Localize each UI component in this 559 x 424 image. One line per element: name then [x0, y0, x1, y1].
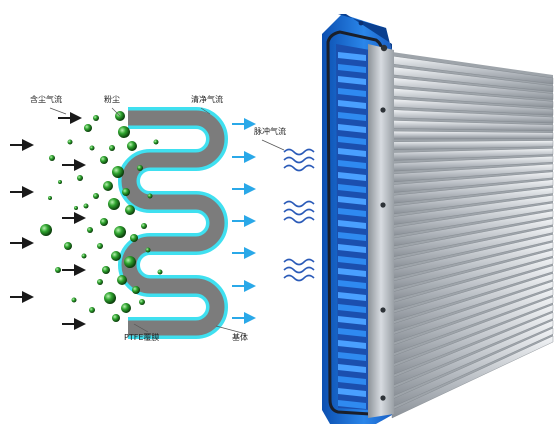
- dust-particle-icon: [81, 253, 87, 259]
- dust-particle-icon: [153, 139, 159, 145]
- clean-air-arrows: [232, 118, 256, 324]
- substrate: [121, 110, 225, 336]
- pleated-filter-product: [322, 14, 554, 424]
- dusty-air-arrows: [10, 112, 86, 330]
- wave-icon: [283, 258, 315, 282]
- label-leaders: [49, 107, 285, 335]
- dust-particle-icon: [100, 156, 108, 164]
- dust-particle-icon: [125, 205, 135, 215]
- dust-particle-icon: [109, 145, 115, 151]
- dust-particle-icon: [121, 303, 131, 313]
- dust-particle-icon: [141, 223, 147, 229]
- dust-particle-icon: [49, 155, 55, 161]
- dust-particle-icon: [145, 247, 151, 253]
- label-substrate: 基体: [232, 333, 248, 342]
- dust-particle-icon: [97, 243, 103, 249]
- dust-particle-icon: [112, 166, 124, 178]
- dust-particle-icon: [139, 299, 145, 305]
- dust-particle-icon: [102, 266, 110, 274]
- wave-icon: [283, 200, 315, 224]
- dust-particle-icon: [67, 139, 73, 145]
- dust-particle-icon: [74, 206, 78, 210]
- dust-particle-icon: [40, 224, 52, 236]
- dust-particle-icon: [130, 234, 138, 242]
- dust-particle-icon: [93, 115, 99, 121]
- dust-particle-icon: [58, 180, 62, 184]
- pulse-air-waves: [283, 148, 315, 282]
- dust-particle-icon: [112, 314, 120, 322]
- dust-particle-icon: [84, 124, 92, 132]
- dust-particle-icon: [48, 196, 52, 200]
- dust-particle-icon: [117, 275, 127, 285]
- dust-particle-icon: [64, 242, 72, 250]
- dust-particle-icon: [157, 269, 163, 275]
- ptfe-membrane: [118, 107, 228, 339]
- steel-strip: [368, 44, 394, 418]
- label-dust: 粉尘: [104, 95, 120, 104]
- dust-particle-icon: [111, 251, 121, 261]
- filter-inner-pleats: [336, 44, 370, 410]
- dust-particle-icon: [71, 297, 77, 303]
- label-clean-air: 清净气流: [191, 95, 223, 104]
- dust-particle-icon: [122, 188, 130, 196]
- dust-particle-icon: [55, 267, 61, 273]
- dust-particle-icon: [93, 193, 99, 199]
- dust-particle-icon: [89, 307, 95, 313]
- dust-particle-icon: [114, 226, 126, 238]
- dust-particle-icon: [77, 175, 83, 181]
- dust-particle-icon: [103, 181, 113, 191]
- dust-particle-icon: [104, 292, 116, 304]
- dust-particle-icon: [87, 227, 93, 233]
- dust-particle-icon: [127, 141, 137, 151]
- dust-particle-icon: [137, 165, 143, 171]
- dust-particle-icon: [97, 279, 103, 285]
- dust-particle-icon: [118, 126, 130, 138]
- wave-icon: [283, 148, 315, 172]
- dust-particle-icon: [89, 145, 95, 151]
- bolt-icons: [358, 20, 388, 401]
- dust-particle-icon: [132, 286, 140, 294]
- label-pulse-air: 脉冲气流: [254, 127, 286, 136]
- dust-particle-icon: [83, 203, 89, 209]
- label-ptfe-membrane: PTFE覆膜: [124, 333, 160, 342]
- pleated-filter-media: [118, 107, 228, 339]
- dust-particle-icon: [100, 218, 108, 226]
- dust-particle-icon: [108, 198, 120, 210]
- dust-particle-icon: [147, 193, 153, 199]
- label-dusty-air: 含尘气流: [30, 95, 62, 104]
- dust-particle-icon: [124, 256, 136, 268]
